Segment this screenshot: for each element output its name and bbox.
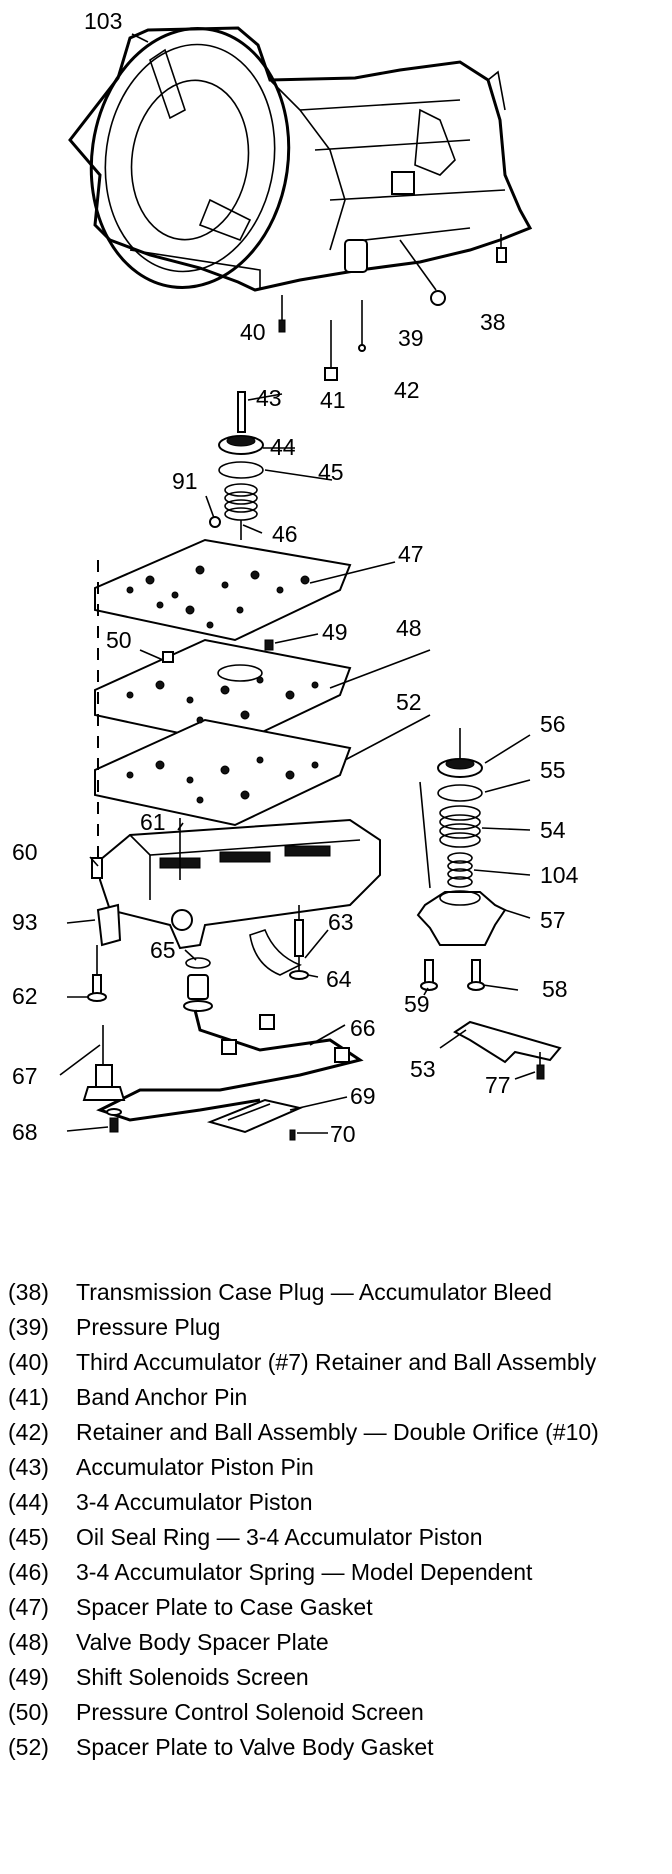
callout-43: 43 [256, 385, 282, 411]
callout-40: 40 [240, 319, 266, 345]
callout-69: 69 [350, 1083, 376, 1109]
valve-body-fasteners-left [87, 903, 122, 1002]
callout-57: 57 [540, 907, 566, 933]
callout-44: 44 [270, 434, 296, 460]
legend-description: Third Accumulator (#7) Retainer and Ball… [76, 1349, 597, 1375]
valve-body [91, 818, 381, 950]
callout-61: 61 [140, 809, 166, 835]
legend-description: Valve Body Spacer Plate [76, 1629, 329, 1655]
legend-number: (42) [8, 1419, 49, 1445]
callout-56: 56 [540, 711, 566, 737]
callout-labels: 103 38 39 40 41 42 43 44 45 91 46 47 48 … [12, 8, 579, 1147]
callout-39: 39 [398, 325, 424, 351]
callout-45: 45 [318, 459, 344, 485]
legend-description: Retainer and Ball Assembly — Double Orif… [76, 1419, 599, 1445]
accumulator-parts [209, 391, 264, 540]
legend-number: (45) [8, 1524, 49, 1550]
callout-46: 46 [272, 521, 298, 547]
legend-item: (41) Band Anchor Pin [8, 1383, 668, 1411]
legend-description: Shift Solenoids Screen [76, 1664, 309, 1690]
legend-number: (41) [8, 1384, 49, 1410]
callout-55: 55 [540, 757, 566, 783]
leader-lines [59, 33, 536, 1134]
callout-47: 47 [398, 541, 424, 567]
callout-50: 50 [106, 627, 132, 653]
callout-62: 62 [12, 983, 38, 1009]
callout-91: 91 [172, 468, 198, 494]
legend-item: (46) 3-4 Accumulator Spring — Model Depen… [8, 1558, 668, 1586]
legend-item: (45) Oil Seal Ring — 3-4 Accumulator Pist… [8, 1523, 668, 1551]
accumulator-right [416, 728, 562, 1080]
legend-number: (46) [8, 1559, 49, 1585]
callout-58: 58 [542, 976, 568, 1002]
transmission-case [68, 26, 533, 292]
legend-description: Oil Seal Ring — 3-4 Accumulator Piston [76, 1524, 483, 1550]
callout-41: 41 [320, 387, 346, 413]
exploded-parts-diagram: 103 38 39 40 41 42 43 44 45 91 46 47 48 … [12, 8, 579, 1147]
legend-item: (50) Pressure Control Solenoid Screen [8, 1698, 668, 1726]
callout-52: 52 [396, 689, 422, 715]
callout-54: 54 [540, 817, 566, 843]
legend-item: (38) Transmission Case Plug — Accumulator… [8, 1278, 668, 1306]
legend-item: (48) Valve Body Spacer Plate [8, 1628, 668, 1656]
legend-number: (39) [8, 1314, 49, 1340]
callout-60: 60 [12, 839, 38, 865]
callout-93: 93 [12, 909, 38, 935]
callout-70: 70 [330, 1121, 356, 1147]
callout-103: 103 [84, 8, 122, 34]
callout-68: 68 [12, 1119, 38, 1145]
pressure-control-solenoid [82, 1025, 126, 1133]
legend-item: (43) Accumulator Piston Pin [8, 1453, 668, 1481]
callout-38: 38 [480, 309, 506, 335]
callout-48: 48 [396, 615, 422, 641]
legend-item: (39) Pressure Plug [8, 1313, 668, 1341]
legend-number: (47) [8, 1594, 49, 1620]
legend-description: Pressure Plug [76, 1314, 221, 1340]
callout-59: 59 [404, 991, 430, 1017]
legend-description: Band Anchor Pin [76, 1384, 248, 1410]
legend-description: Spacer Plate to Case Gasket [76, 1594, 373, 1620]
legend-number: (43) [8, 1454, 49, 1480]
legend-number: (38) [8, 1279, 49, 1305]
case-small-parts [278, 234, 507, 381]
legend-description: 3-4 Accumulator Spring — Model Dependent [76, 1559, 533, 1585]
legend-item: (40) Third Accumulator (#7) Retainer and … [8, 1348, 668, 1376]
legend-number: (50) [8, 1699, 49, 1725]
callout-53: 53 [410, 1056, 436, 1082]
callout-104: 104 [540, 862, 579, 888]
callout-66: 66 [350, 1015, 376, 1041]
legend-description: 3-4 Accumulator Piston [76, 1489, 313, 1515]
callout-49: 49 [322, 619, 348, 645]
callout-77: 77 [485, 1072, 511, 1098]
legend-item: (52) Spacer Plate to Valve Body Gasket [8, 1733, 668, 1761]
callout-63: 63 [328, 909, 354, 935]
legend-description: Accumulator Piston Pin [76, 1454, 314, 1480]
callout-65: 65 [150, 937, 176, 963]
legend-description: Transmission Case Plug — Accumulator Ble… [76, 1279, 552, 1305]
legend-number: (48) [8, 1629, 49, 1655]
legend-item: (42) Retainer and Ball Assembly — Double … [8, 1418, 668, 1446]
legend-number: (40) [8, 1349, 49, 1375]
solenoid-harness [96, 905, 364, 1122]
legend-item: (49) Shift Solenoids Screen [8, 1663, 668, 1691]
legend-description: Pressure Control Solenoid Screen [76, 1699, 424, 1725]
legend-number: (52) [8, 1734, 49, 1760]
parts-legend: (38) Transmission Case Plug — Accumulator… [8, 1278, 668, 1768]
callout-42: 42 [394, 377, 420, 403]
legend-number: (44) [8, 1489, 49, 1515]
gasket-plates [94, 538, 352, 827]
legend-number: (49) [8, 1664, 49, 1690]
legend-item: (47) Spacer Plate to Case Gasket [8, 1593, 668, 1621]
legend-item: (44) 3-4 Accumulator Piston [8, 1488, 668, 1516]
legend-description: Spacer Plate to Valve Body Gasket [76, 1734, 434, 1760]
callout-67: 67 [12, 1063, 38, 1089]
callout-64: 64 [326, 966, 352, 992]
